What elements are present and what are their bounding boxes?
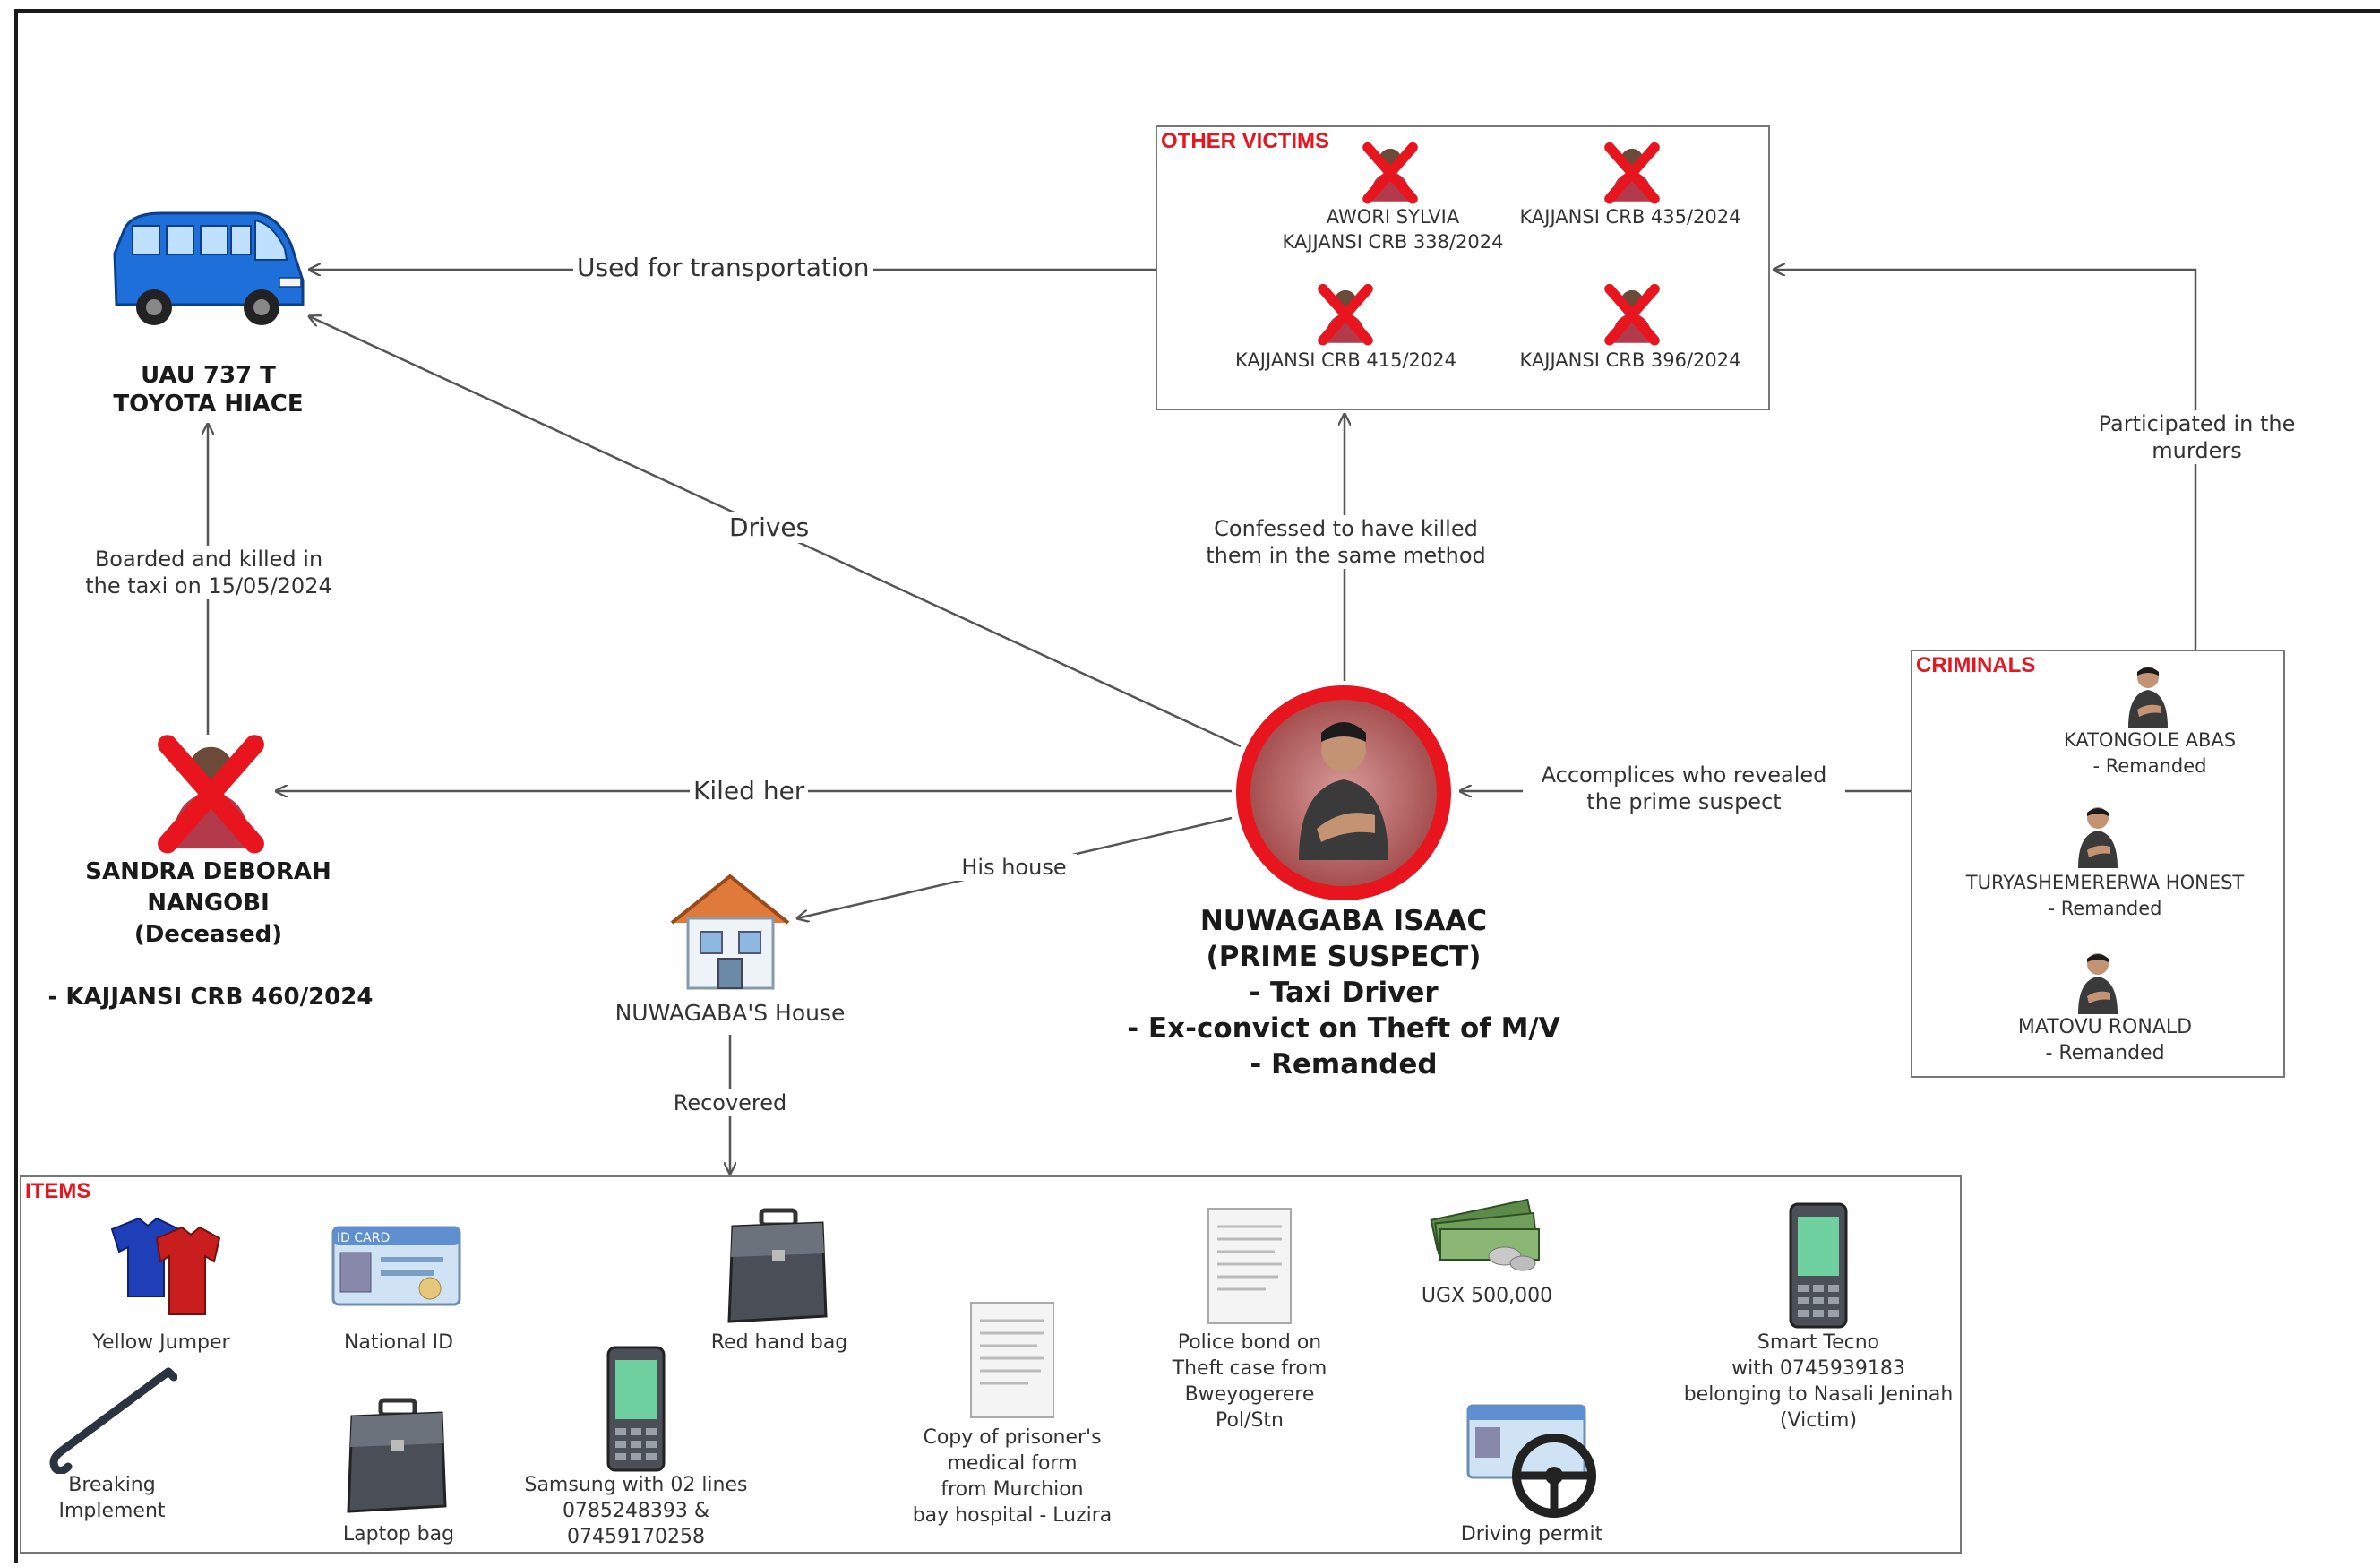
deceased-person-icon [1604,283,1660,346]
edge-label-used-for-transportation: Used for transportation [573,253,873,283]
edge-label-participated: Participated in the murders [2069,410,2324,464]
phone-icon [606,1346,666,1472]
other-victims-title: OTHER VICTIMS [1161,129,1330,153]
suspect-description: NUWAGABA ISAAC (PRIME SUSPECT) - Taxi Dr… [1127,905,1560,1081]
edge-participated [1774,270,2197,650]
crowbar-icon [49,1367,177,1474]
person-icon [2078,807,2118,868]
edge-label-accomplices: Accomplices who revealed the prime suspe… [1523,762,1845,815]
edge-label-recovered: Recovered [658,1089,802,1116]
deceased-person-icon [158,735,264,854]
briefcase-icon [347,1398,447,1513]
house-label: NUWAGABA'S House [614,1000,846,1026]
edge-label-his-house: His house [951,854,1077,881]
driving-permit-icon [1466,1404,1596,1518]
item-label: Yellow Jumper [92,1331,230,1354]
item-label: National ID [343,1331,454,1354]
item-label: Samsung with 02 lines 0785248393 & 07459… [524,1474,748,1548]
other-victim-label: KAJJANSI CRB 415/2024 [1235,349,1456,371]
other-victim-label: KAJJANSI CRB 435/2024 [1519,206,1741,228]
edge-label-drives: Drives [726,512,813,543]
deceased-person-icon [1604,142,1660,204]
victim-case: - KAJJANSI CRB 460/2024 [47,984,374,1011]
document-icon [1207,1208,1292,1324]
criminal-label: KATONGOLE ABAS - Remanded [2063,729,2237,777]
edge-label-confessed: Confessed to have killed them in the sam… [1191,515,1500,569]
vehicle-model: TOYOTA HIACE [113,391,304,418]
other-victim-label: AWORI SYLVIA KAJJANSI CRB 338/2024 [1282,206,1504,253]
criminals-title: CRIMINALS [1916,653,2036,677]
edge-label-boarded: Boarded and killed in the taxi on 15/05/… [70,546,348,599]
deceased-person-icon [1318,283,1373,346]
edge-label-killed-her: Kiled her [690,776,809,806]
items-title: ITEMS [25,1179,91,1203]
other-victims-box: OTHER VICTIMS [1156,125,1770,410]
person-icon [1299,722,1388,860]
item-label: Police bond on Theft case from Bweyogere… [1172,1331,1327,1432]
deceased-person-icon [1362,142,1418,204]
briefcase-icon [727,1208,828,1323]
criminal-label: MATOVU RONALD - Remanded [2017,1016,2193,1064]
jumper-icon [110,1217,221,1315]
item-label: Breaking Implement [58,1474,166,1522]
person-icon [2078,953,2118,1014]
document-icon [970,1302,1054,1418]
item-label: UGX 500,000 [1421,1285,1553,1307]
item-label: Laptop bag [342,1523,455,1545]
person-icon [2128,667,2168,728]
item-label: Smart Tecno with 0745939183 belonging to… [1683,1331,1954,1432]
vehicle-plate: UAU 737 T [141,362,276,389]
minibus-icon [113,211,305,325]
diagram-frame [14,9,2380,1563]
item-label: Driving permit [1460,1523,1603,1545]
other-victim-label: KAJJANSI CRB 396/2024 [1519,349,1741,371]
house-icon [670,874,790,990]
criminal-label: TURYASHEMERERWA HONEST - Remanded [1965,872,2245,919]
money-icon [1430,1198,1540,1271]
item-label: Red hand bag [710,1331,848,1354]
suspect-node [1236,685,1451,900]
phone-icon [1789,1202,1848,1329]
id-card-text: ID CARD [337,1231,390,1245]
victim-name: SANDRA DEBORAH NANGOBI (Deceased) [85,858,331,948]
item-label: Copy of prisoner's medical form from Mur… [912,1426,1113,1527]
id-card-icon: ID CARD [331,1226,461,1306]
